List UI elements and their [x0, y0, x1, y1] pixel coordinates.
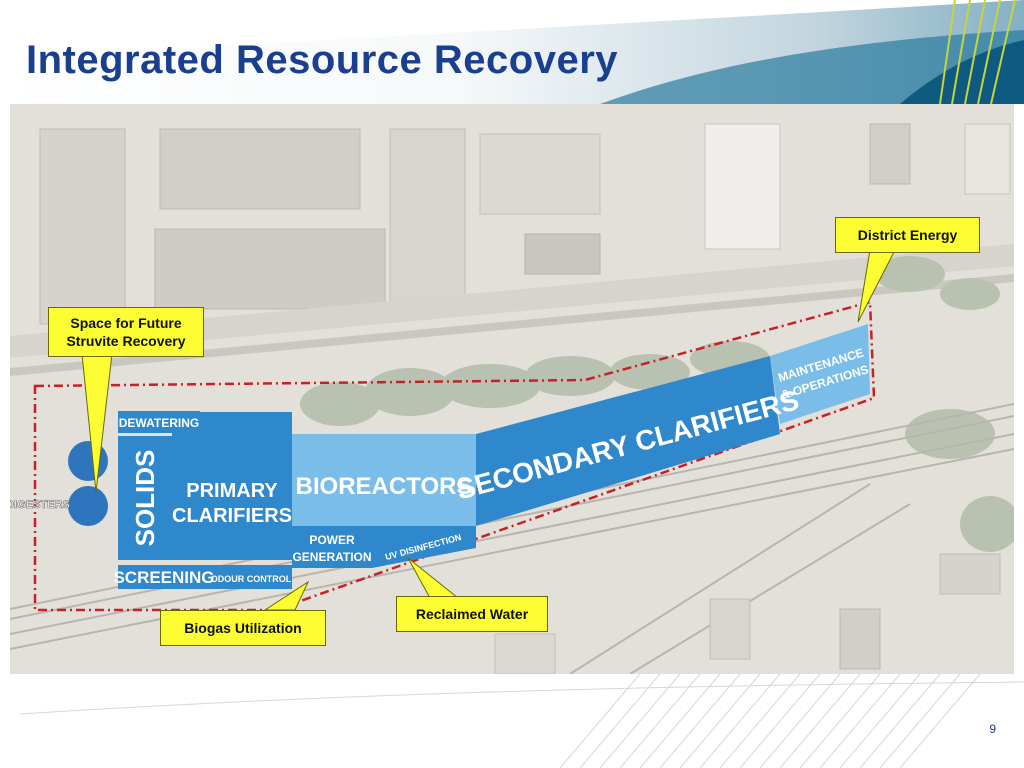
- primary-clarifiers-block: [172, 412, 292, 560]
- maintenance-block: [770, 324, 870, 424]
- primary-clarifiers-label-1: PRIMARY: [186, 480, 278, 502]
- reclaimed-water-callout: Reclaimed Water: [396, 596, 548, 632]
- district-energy-callout: District Energy: [835, 217, 980, 253]
- digester-tank: [68, 441, 108, 481]
- odour-control-block: [210, 565, 292, 589]
- secondary-clarifiers-block: [476, 356, 780, 526]
- solids-label: SOLIDS: [130, 450, 160, 547]
- bioreactors-label: BIOREACTORS: [296, 473, 473, 500]
- digester-tank: [68, 486, 108, 526]
- odour-control-label: ODOUR CONTROL: [211, 574, 292, 584]
- site-plan-map: DEWATERING SOLIDS SCREENING DIGESTERS PR…: [10, 104, 1014, 674]
- power-generation-label-1: POWER: [309, 533, 355, 547]
- biogas-callout: Biogas Utilization: [160, 610, 326, 646]
- screening-block: [118, 565, 210, 589]
- digesters-label: DIGESTERS: [10, 499, 70, 511]
- aerial-background: DEWATERING SOLIDS SCREENING DIGESTERS PR…: [10, 104, 1014, 674]
- struvite-callout: Space for Future Struvite Recovery: [48, 307, 204, 357]
- footer-swoosh: [0, 674, 1024, 768]
- uv-disinfection-block: [372, 526, 476, 568]
- bioreactors-block: [292, 434, 476, 526]
- power-generation-block: [292, 526, 372, 568]
- dewatering-label: DEWATERING: [119, 416, 199, 430]
- page-number: 9: [989, 722, 996, 736]
- header-swoosh: [0, 0, 1024, 104]
- screening-label: SCREENING: [113, 568, 214, 587]
- power-generation-label-2: GENERATION: [292, 550, 371, 564]
- primary-clarifiers-label-2: CLARIFIERS: [172, 505, 292, 527]
- solids-block: [118, 436, 172, 560]
- slide-title: Integrated Resource Recovery: [26, 38, 619, 82]
